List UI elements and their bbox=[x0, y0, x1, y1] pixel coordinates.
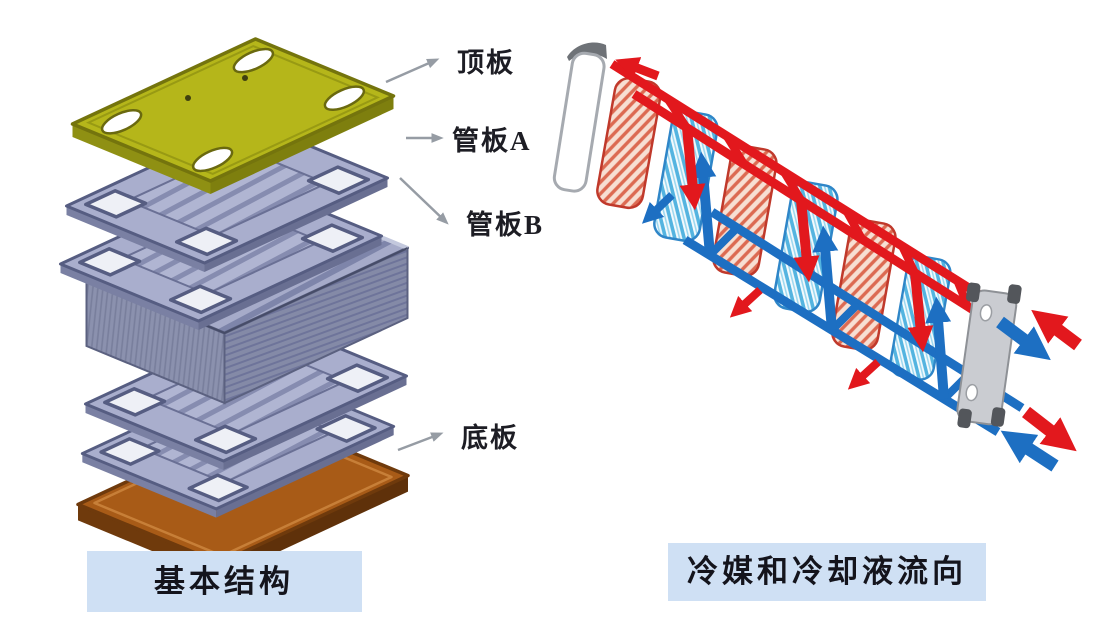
refrigerant-cross-arrow-2 bbox=[847, 359, 881, 390]
coolant-entry-arrow bbox=[641, 192, 675, 224]
refrigerant-down-arrow-3 bbox=[907, 272, 934, 353]
arrow-to-top-plate-label bbox=[385, 58, 440, 84]
right-caption-band bbox=[668, 543, 986, 601]
coolant-up-arrow-1 bbox=[690, 151, 717, 256]
arrow-to-bottom-plate-label bbox=[397, 432, 444, 452]
left-end-plate bbox=[552, 51, 606, 193]
refrigerant-down-arrow-1 bbox=[679, 127, 706, 211]
annotation-arrows bbox=[385, 58, 449, 452]
refrigerant-entry-arrow bbox=[615, 57, 660, 81]
refrigerant-outlet-arrow bbox=[1022, 406, 1077, 452]
refrigerant-cross-arrow-1 bbox=[729, 287, 763, 318]
refrigerant-inlet-arrow bbox=[1031, 309, 1082, 351]
refrigerant-down-arrow-2 bbox=[793, 199, 820, 283]
flow-direction-figure bbox=[552, 42, 1082, 472]
left-caption-band bbox=[87, 551, 362, 612]
top-plate-graphic bbox=[70, 37, 396, 194]
exploded-structure-figure: 顶板 管板A 管板B 底板 bbox=[58, 37, 544, 580]
refrigerant-rail-lower bbox=[631, 90, 1017, 340]
tube-plate-a-label: 管板A bbox=[452, 126, 532, 156]
coolant-up-arrow-3 bbox=[925, 296, 952, 400]
bottom-plate-label: 底板 bbox=[461, 422, 519, 453]
coolant-up-arrow-2 bbox=[812, 225, 839, 331]
coolant-outlet-arrow bbox=[996, 316, 1051, 361]
tube-plate-b-label: 管板B bbox=[466, 210, 544, 240]
arrow-to-tube-plate-b-label bbox=[399, 177, 449, 225]
end-plate-clip-icon bbox=[567, 42, 607, 61]
top-plate-label: 顶板 bbox=[457, 48, 515, 78]
left-caption: 基本结构 bbox=[154, 564, 294, 599]
right-caption: 冷媒和冷却液流向 bbox=[687, 554, 967, 589]
refrigerant-rail-upper bbox=[609, 60, 1007, 314]
coolant-inlet-arrow bbox=[1000, 430, 1059, 472]
refrigerant-plate-1 bbox=[593, 74, 664, 212]
captions: 基本结构 冷媒和冷却液流向 bbox=[87, 543, 986, 612]
refrigerant-manifold bbox=[609, 57, 1017, 390]
